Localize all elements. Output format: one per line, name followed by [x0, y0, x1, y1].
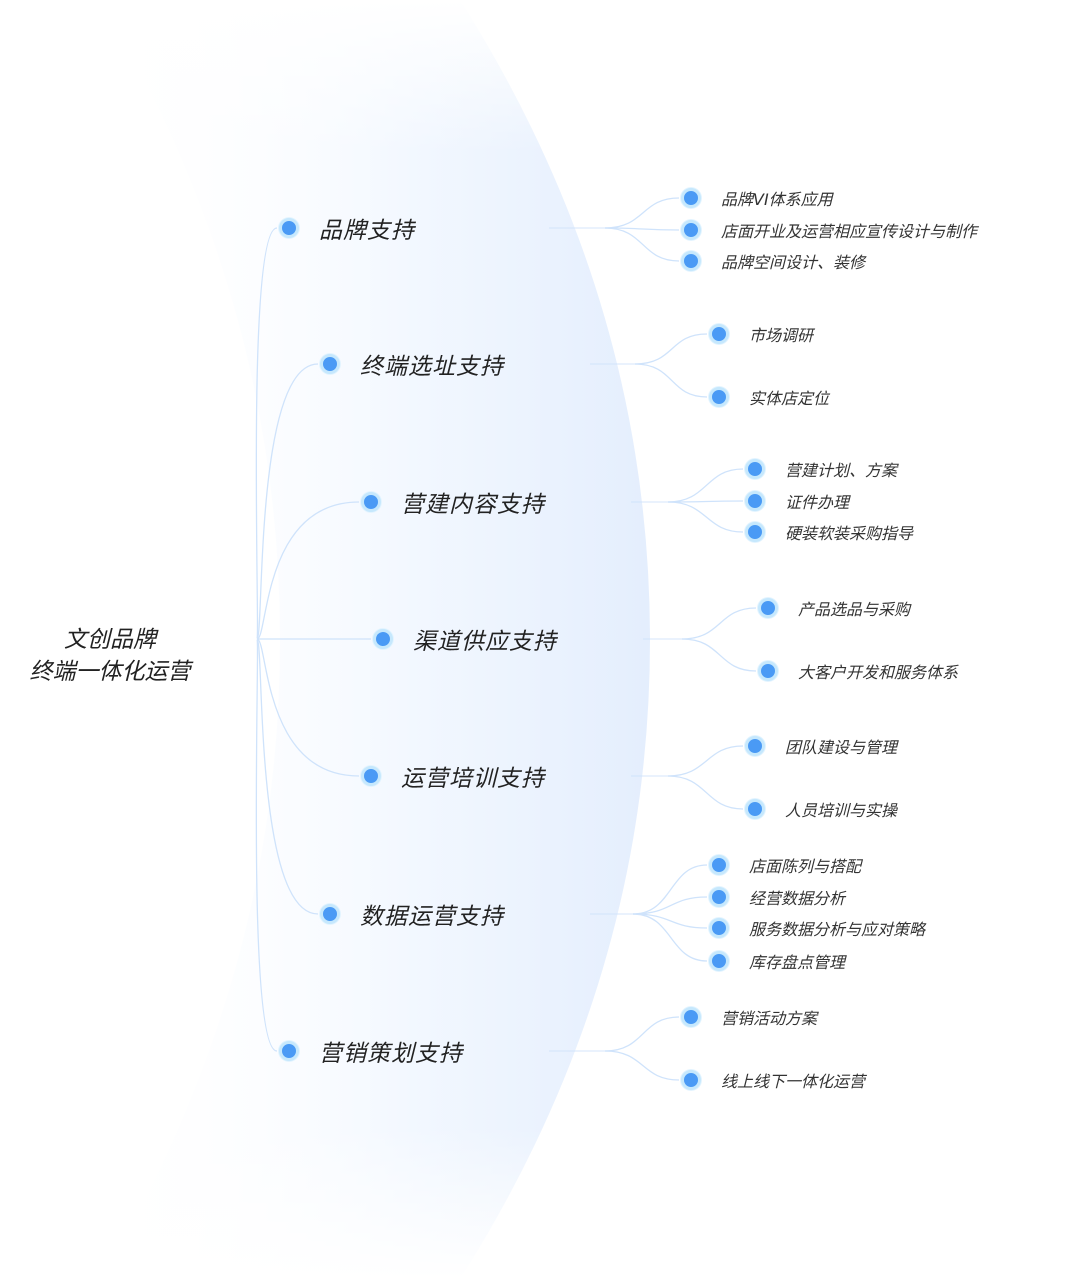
- leaf-label: 产品选品与采购: [798, 600, 911, 619]
- branch-node-dot: [279, 218, 299, 238]
- root-link: [255, 638, 278, 1052]
- leaf-label: 证件办理: [785, 493, 850, 512]
- child-link: [667, 500, 744, 503]
- child-link: [604, 227, 680, 262]
- root-node: 文创品牌 终端一体化运营: [0, 624, 220, 688]
- child-link: [667, 501, 744, 533]
- child-link: [632, 864, 708, 915]
- leaf-node-dot: [709, 918, 729, 938]
- leaf-label: 实体店定位: [749, 389, 830, 408]
- root-title-line2: 终端一体化运营: [29, 659, 191, 685]
- branch-label: 终端选址支持: [360, 354, 504, 380]
- child-link: [632, 896, 708, 915]
- branch-node-dot: [279, 1041, 299, 1061]
- leaf-node-dot: [681, 220, 701, 240]
- leaf-label: 品牌空间设计、装修: [721, 253, 866, 272]
- leaf-label: 大客户开发和服务体系: [798, 663, 959, 682]
- leaf-label: 营销活动方案: [721, 1009, 818, 1028]
- child-link: [604, 227, 680, 231]
- branch-node-dot: [320, 354, 340, 374]
- root-link: [256, 638, 319, 915]
- branch-label: 营建内容支持: [401, 492, 545, 518]
- branch-node-dot: [373, 629, 393, 649]
- root-link: [256, 501, 360, 640]
- leaf-node-dot: [745, 522, 765, 542]
- leaf-label: 人员培训与实操: [785, 801, 898, 820]
- leaf-node-dot: [681, 251, 701, 271]
- leaf-label: 店面陈列与搭配: [749, 857, 862, 876]
- branch-node-dot: [361, 492, 381, 512]
- child-link: [632, 913, 708, 929]
- branch-label: 数据运营支持: [360, 904, 504, 930]
- leaf-node-dot: [745, 736, 765, 756]
- leaf-node-dot: [758, 598, 778, 618]
- child-link: [634, 333, 708, 365]
- root-link: [256, 638, 360, 777]
- leaf-label: 市场调研: [749, 326, 814, 345]
- leaf-node-dot: [745, 799, 765, 819]
- leaf-node-dot: [709, 887, 729, 907]
- branch-node-dot: [361, 766, 381, 786]
- child-link: [681, 607, 757, 640]
- leaf-label: 团队建设与管理: [785, 738, 898, 757]
- leaf-label: 品牌VI体系应用: [721, 190, 833, 209]
- child-link: [604, 1050, 680, 1081]
- leaf-node-dot: [709, 324, 729, 344]
- leaf-label: 硬装软装采购指导: [785, 524, 914, 543]
- branch-label: 渠道供应支持: [413, 629, 557, 655]
- leaf-node-dot: [709, 951, 729, 971]
- child-link: [667, 468, 744, 503]
- branch-label: 营销策划支持: [319, 1041, 463, 1067]
- branch-node-dot: [320, 904, 340, 924]
- child-link: [632, 913, 708, 962]
- leaf-node-dot: [681, 1007, 701, 1027]
- leaf-label: 经营数据分析: [749, 889, 846, 908]
- root-link: [256, 363, 319, 640]
- branch-label: 运营培训支持: [401, 766, 545, 792]
- leaf-node-dot: [758, 661, 778, 681]
- root-title-line1: 文创品牌: [64, 627, 156, 653]
- leaf-node-dot: [745, 459, 765, 479]
- leaf-label: 库存盘点管理: [749, 953, 846, 972]
- leaf-label: 店面开业及运营相应宣传设计与制作: [721, 222, 978, 241]
- branch-label: 品牌支持: [319, 218, 415, 244]
- child-link: [604, 197, 680, 229]
- leaf-label: 服务数据分析与应对策略: [749, 920, 926, 939]
- child-link: [634, 363, 708, 398]
- root-link: [255, 227, 278, 640]
- child-link: [667, 745, 744, 777]
- leaf-node-dot: [681, 188, 701, 208]
- child-link: [604, 1016, 680, 1052]
- leaf-node-dot: [745, 491, 765, 511]
- leaf-node-dot: [709, 855, 729, 875]
- leaf-label: 线上线下一体化运营: [721, 1072, 866, 1091]
- child-link: [681, 638, 757, 672]
- leaf-node-dot: [709, 387, 729, 407]
- child-link: [667, 775, 744, 810]
- leaf-node-dot: [681, 1070, 701, 1090]
- leaf-label: 营建计划、方案: [785, 461, 898, 480]
